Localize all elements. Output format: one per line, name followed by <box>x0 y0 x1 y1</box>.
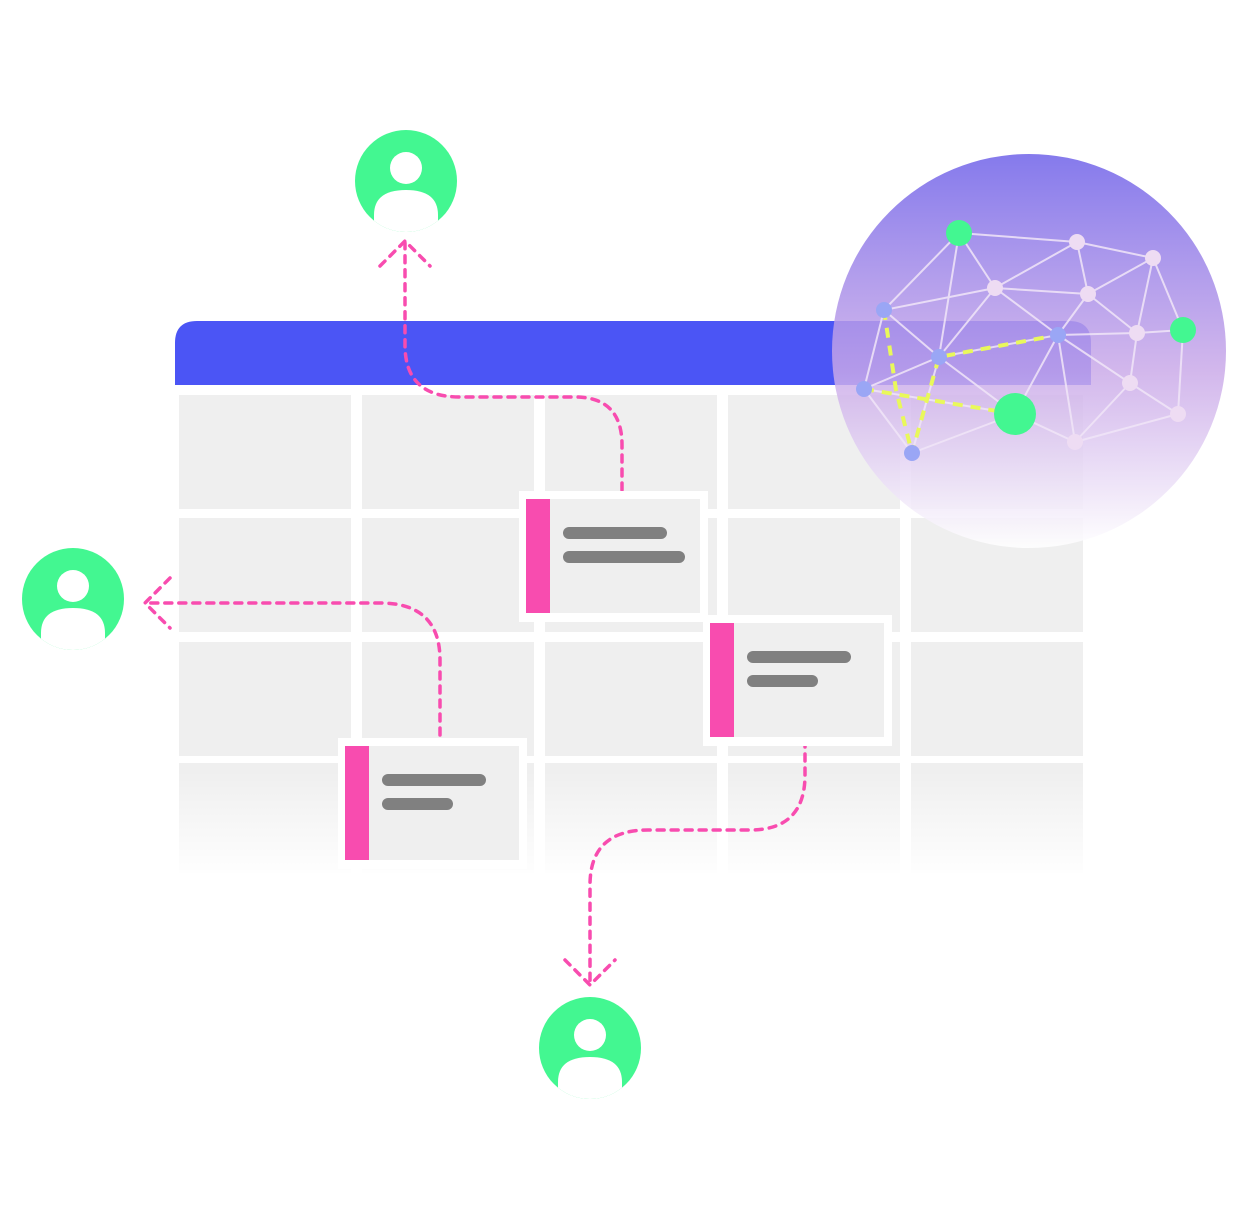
network-node <box>1170 317 1196 343</box>
network-edge <box>958 232 1078 243</box>
connector-to-bottom-user <box>588 738 807 987</box>
calendar-bottom-fade <box>170 770 1095 880</box>
user-avatar-top <box>355 130 457 232</box>
connector-to-top-user <box>403 241 624 492</box>
network-edge <box>1129 382 1179 415</box>
network-edge <box>1087 293 1138 334</box>
network-edge <box>863 388 913 454</box>
network-node <box>876 302 892 318</box>
network-node <box>994 393 1036 435</box>
user-avatar-icon <box>574 1019 606 1051</box>
network-node <box>1145 250 1161 266</box>
network-edge <box>938 232 960 358</box>
event-text-line <box>382 774 486 786</box>
network-edge <box>1057 293 1089 336</box>
network-edge <box>863 309 885 390</box>
network-edge <box>863 356 940 390</box>
network-node <box>1170 406 1186 422</box>
network-node <box>1069 234 1085 250</box>
network-edge <box>938 287 996 358</box>
event-text-line <box>747 675 818 687</box>
event-text-line <box>563 527 667 539</box>
arrowhead-left <box>142 576 172 630</box>
network-edge <box>1087 257 1154 295</box>
network-node <box>856 381 872 397</box>
network-nodes <box>856 220 1196 461</box>
network-edge <box>1057 334 1076 443</box>
event-text-line <box>382 798 453 810</box>
calendar-cell <box>911 642 1083 756</box>
arrowhead-up <box>378 238 432 268</box>
user-avatar-left <box>22 548 124 650</box>
network-node <box>1050 327 1066 343</box>
network-node <box>987 280 1003 296</box>
network-node <box>931 349 947 365</box>
network-node <box>1122 375 1138 391</box>
network-edge <box>1129 332 1138 384</box>
event-accent-bar <box>526 499 550 613</box>
network-node <box>1067 434 1083 450</box>
calendar-cell <box>179 642 351 756</box>
calendar-cell <box>545 395 717 509</box>
calendar-cell <box>362 642 534 756</box>
network-edge <box>1057 334 1131 384</box>
calendar-cell <box>728 518 900 632</box>
calendar-cell <box>179 518 351 632</box>
network-edge <box>1136 257 1154 334</box>
network-edge <box>1076 241 1089 295</box>
network-edge <box>1177 329 1184 415</box>
network-edge <box>883 232 960 311</box>
calendar-cell <box>545 642 717 756</box>
network-node <box>1129 325 1145 341</box>
network-edge <box>1057 332 1138 336</box>
network-edge <box>1076 241 1154 259</box>
event-text-line <box>563 551 685 563</box>
user-avatar-icon <box>390 152 422 184</box>
event-accent-bar <box>345 746 369 860</box>
user-avatar-icon <box>57 570 89 602</box>
user-avatar-bottom <box>539 997 641 1099</box>
calendar-cell <box>179 395 351 509</box>
network-node <box>1080 286 1096 302</box>
event-text-line <box>747 651 851 663</box>
network-edge <box>883 287 996 311</box>
network-edge <box>1074 413 1179 443</box>
network-node <box>904 445 920 461</box>
arrowhead-down <box>563 958 617 988</box>
network-edge <box>994 287 1089 295</box>
event-accent-bar <box>710 623 734 737</box>
calendar-cell <box>362 395 534 509</box>
calendar-cell <box>362 518 534 632</box>
network-edge <box>994 241 1078 289</box>
event-card[interactable] <box>703 615 892 746</box>
network-node <box>946 220 972 246</box>
network-edge <box>883 309 940 358</box>
connector-lines <box>142 238 807 988</box>
network-orb <box>832 154 1226 548</box>
event-cards <box>338 491 892 869</box>
event-card[interactable] <box>519 491 708 622</box>
network-edge <box>994 287 1059 336</box>
event-card[interactable] <box>338 738 527 869</box>
network-edge <box>1074 382 1131 443</box>
